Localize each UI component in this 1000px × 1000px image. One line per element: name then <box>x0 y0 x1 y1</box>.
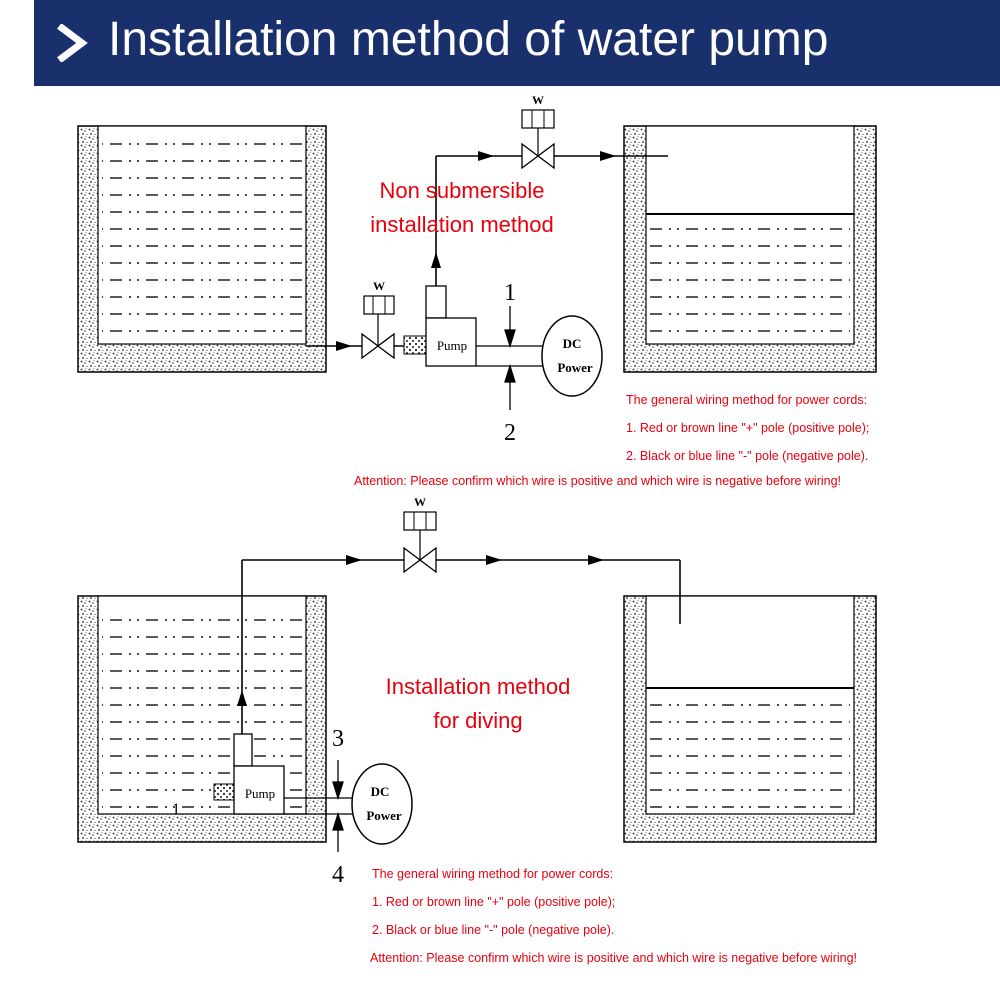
power-cable <box>476 306 544 410</box>
target-tank <box>623 595 877 843</box>
wire-label-3: 3 <box>332 726 344 752</box>
notes-attention: Attention: Please confirm which wire is … <box>354 474 841 488</box>
wire-label-1: 1 <box>504 280 516 306</box>
power-label: DC <box>371 784 390 799</box>
outlet-valve: W <box>403 495 437 574</box>
notes-line2: 2. Black or blue line "-" pole (negative… <box>372 923 614 937</box>
dc-power-supply: DC Power <box>541 315 603 397</box>
source-tank <box>77 125 327 373</box>
pump-label: Pump <box>437 338 467 353</box>
outlet-valve: W <box>521 93 555 170</box>
valve-label: W <box>532 93 544 107</box>
wire-label-2: 2 <box>504 420 516 446</box>
power-label: Power <box>557 360 593 375</box>
inlet-valve: W <box>361 279 395 360</box>
wiring-notes: The general wiring method for power cord… <box>354 393 869 488</box>
chevron-right-icon <box>57 24 88 62</box>
wiring-notes: The general wiring method for power cord… <box>370 867 857 965</box>
notes-line1: 1. Red or brown line "+" pole (positive … <box>626 421 869 435</box>
pump: Pump <box>213 733 285 815</box>
target-tank <box>623 125 877 373</box>
diagram-title-line2: installation method <box>370 212 553 237</box>
notes-line1: 1. Red or brown line "+" pole (positive … <box>372 895 615 909</box>
pump: Pump <box>403 285 477 367</box>
notes-attention: Attention: Please confirm which wire is … <box>370 951 857 965</box>
diagram-title-line1: Installation method <box>386 674 571 699</box>
notes-line2: 2. Black or blue line "-" pole (negative… <box>626 449 868 463</box>
wire-label-4: 4 <box>332 862 344 888</box>
pump-label: Pump <box>245 786 275 801</box>
valve-label: W <box>373 279 385 293</box>
dc-power-supply: DC Power <box>351 763 413 845</box>
source-tank <box>77 595 327 843</box>
power-cable <box>284 760 354 852</box>
valve-label: W <box>414 495 426 509</box>
diagram-diving: W Pump 1 3 4 DC Power Installation metho… <box>77 495 877 965</box>
diagram-non-submersible: W W Pump 1 2 <box>77 93 877 488</box>
header-banner <box>34 0 1000 86</box>
diagram-title-line2: for diving <box>433 708 522 733</box>
notes-heading: The general wiring method for power cord… <box>626 393 867 407</box>
inlet-label: 1 <box>172 801 180 818</box>
notes-heading: The general wiring method for power cord… <box>372 867 613 881</box>
flow-arrows <box>336 151 616 351</box>
page-title: Installation method of water pump <box>108 13 829 66</box>
flow-arrows <box>237 555 604 706</box>
diagram-title-line1: Non submersible <box>379 178 544 203</box>
power-label: DC <box>563 336 582 351</box>
power-label: Power <box>366 808 402 823</box>
